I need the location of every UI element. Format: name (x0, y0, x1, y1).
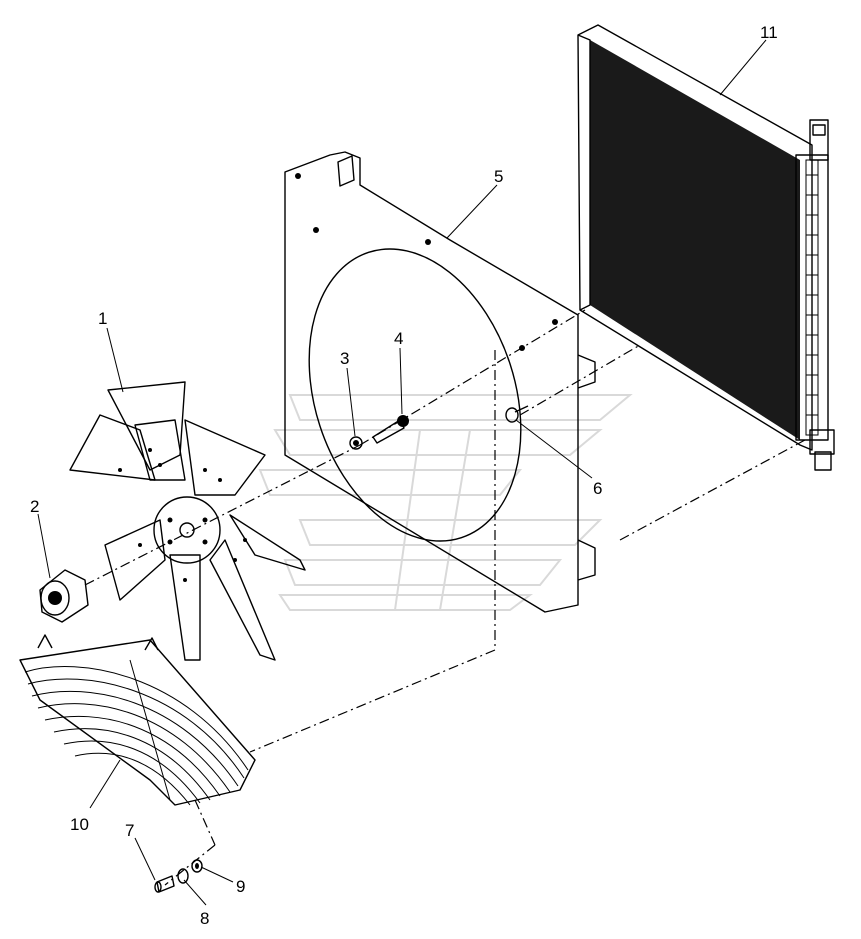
callout-8: 8 (200, 909, 209, 928)
callout-labels: 1 2 3 4 5 6 7 8 9 10 11 (30, 23, 778, 928)
callout-11: 11 (760, 23, 778, 42)
callout-2: 2 (30, 497, 39, 516)
small-fasteners (519, 319, 558, 351)
push-pin (505, 405, 529, 423)
washer (349, 436, 363, 450)
watermark-logo (258, 394, 633, 611)
leader-lines (37, 39, 767, 906)
fan-spacer (39, 569, 89, 623)
callout-10: 10 (70, 815, 89, 834)
callout-9: 9 (236, 877, 245, 896)
callout-3: 3 (340, 349, 349, 368)
cooling-fan (69, 381, 306, 661)
callout-1: 1 (98, 309, 107, 328)
callout-4: 4 (394, 329, 403, 348)
rivet-dots (118, 448, 247, 582)
flat-washer (177, 868, 189, 884)
tank-fins (806, 174, 818, 416)
condenser-core (577, 24, 835, 471)
callout-7: 7 (125, 821, 134, 840)
fan-guard (19, 634, 256, 806)
callout-5: 5 (494, 167, 503, 186)
screw (154, 875, 175, 893)
callout-6: 6 (593, 479, 602, 498)
lock-washer (191, 859, 203, 873)
assembly-lines (84, 309, 806, 886)
bolt (372, 415, 409, 444)
fan-shroud (284, 151, 596, 613)
